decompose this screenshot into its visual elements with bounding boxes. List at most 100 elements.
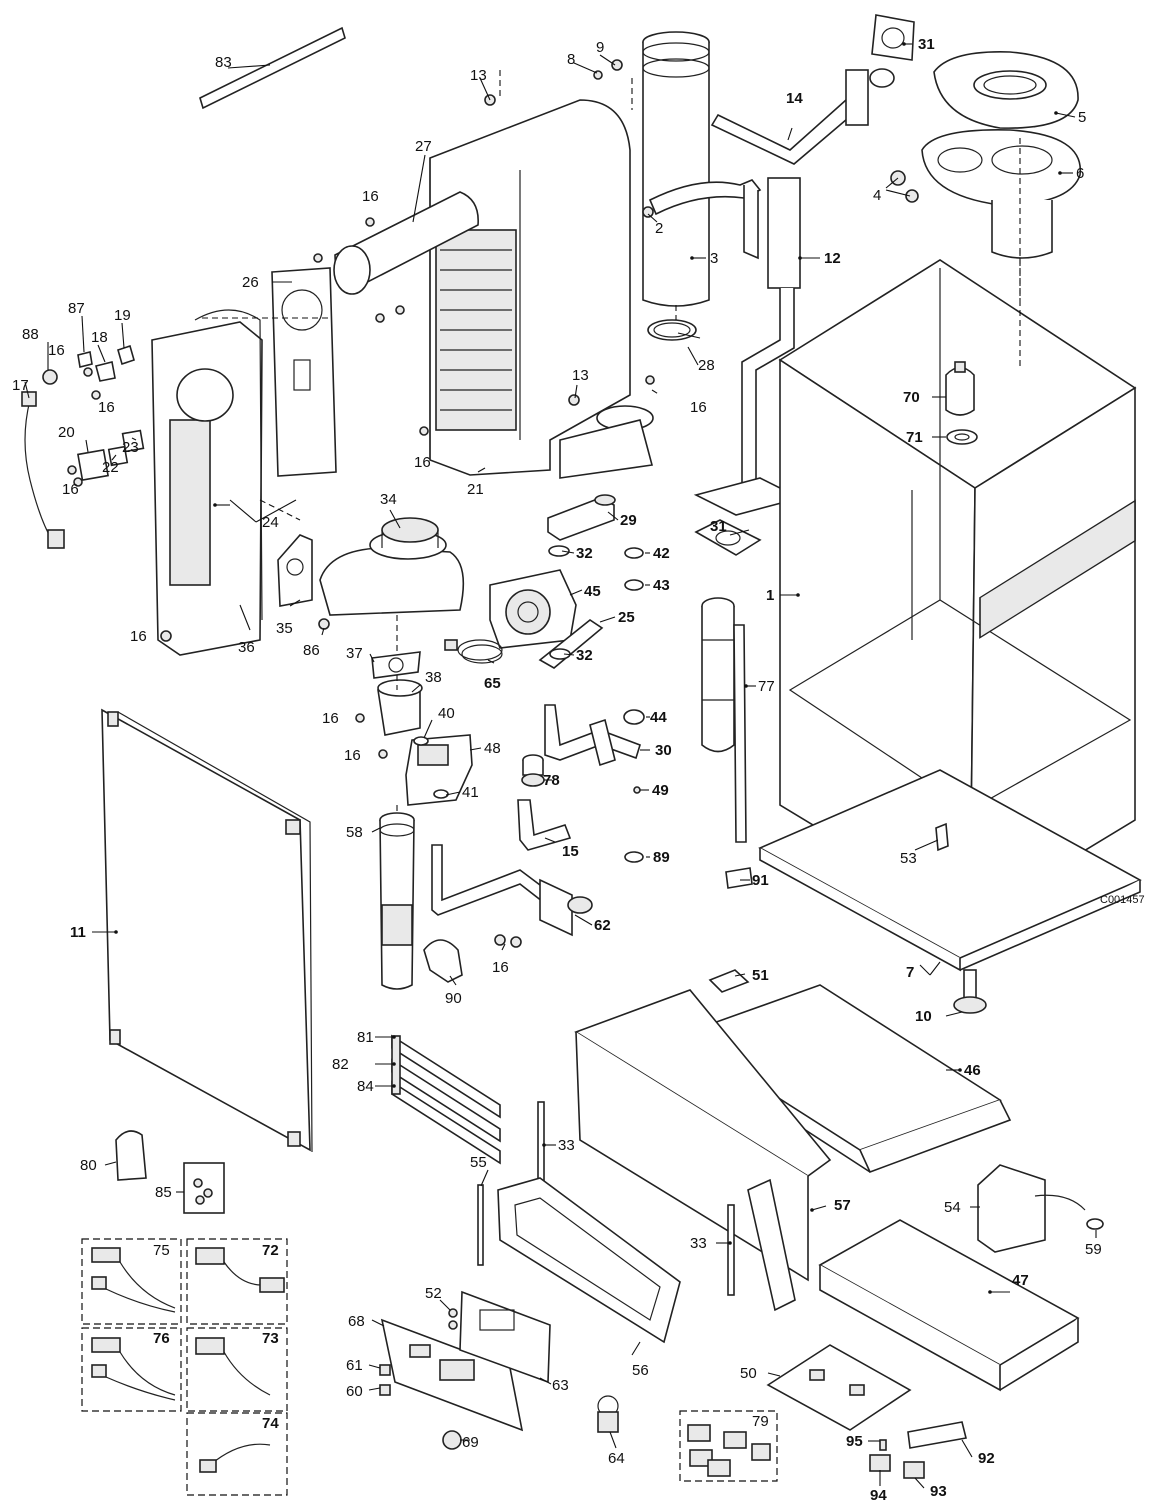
part-27-heat-exchanger [333,99,654,479]
label-90: 90 [445,990,462,1007]
label-83: 83 [215,54,232,71]
wiring-kit-contents [91,1247,771,1477]
label-6: 6 [1076,165,1084,182]
part-17-cable [21,391,65,549]
part-56-frame [497,1177,681,1344]
part-24-casing [151,309,263,656]
label-60: 60 [346,1383,363,1400]
label-87: 87 [68,300,85,317]
label-16f: 16 [62,481,79,498]
label-16j: 16 [492,959,509,976]
part-70-auto-vent [945,361,975,416]
label-10: 10 [915,1008,932,1025]
label-74: 74 [262,1415,279,1432]
label-40: 40 [438,705,455,722]
label-35: 35 [276,620,293,637]
part-10-foot [953,969,987,1014]
part-93-94-connectors [869,1439,925,1479]
label-93: 93 [930,1483,947,1500]
part-85-bag [183,1162,225,1214]
screws [67,59,655,948]
part-51-clip [708,969,750,993]
label-88: 88 [22,326,39,343]
label-72: 72 [262,1242,279,1259]
part-12-pipe [693,177,803,516]
label-58: 58 [346,824,363,841]
label-3: 3 [710,250,718,267]
label-13b: 13 [572,367,589,384]
part-28-ring [647,319,697,341]
label-75: 75 [153,1242,170,1259]
part-78-fitting [521,754,545,787]
label-33b: 33 [690,1235,707,1252]
label-7: 7 [906,964,914,981]
label-56: 56 [632,1362,649,1379]
label-8: 8 [567,51,575,68]
label-24: 24 [262,514,279,531]
wiring-kit-boxes [81,1238,778,1496]
label-82: 82 [332,1056,349,1073]
part-29-pipe [547,494,616,541]
label-29: 29 [620,512,637,529]
label-61: 61 [346,1357,363,1374]
label-46: 46 [964,1062,981,1079]
label-19: 19 [114,307,131,324]
label-64: 64 [608,1450,625,1467]
callout-labels: 83 13 8 9 31 14 5 27 6 16 4 2 3 12 26 87… [12,36,1145,1501]
part-90-clip [423,939,463,983]
part-14-bent-pipe [710,68,895,165]
label-16h: 16 [322,710,339,727]
label-81: 81 [357,1029,374,1046]
leader-lines [24,43,1097,1489]
part-35-plate [277,534,313,607]
part-65-cable [444,639,503,664]
part-54-module [977,1164,1104,1253]
label-95: 95 [846,1433,863,1450]
part-11-front-panel [101,708,313,1153]
part-2-pipe [648,179,762,260]
label-91: 91 [752,872,769,889]
label-59: 59 [1085,1241,1102,1258]
label-11: 11 [70,924,86,941]
part-31-gasket-mid [694,519,762,556]
label-34: 34 [380,491,397,508]
label-15: 15 [562,843,579,860]
label-51: 51 [752,967,769,984]
part-53-bracket [935,822,949,852]
label-28: 28 [698,357,715,374]
label-1: 1 [766,587,774,604]
label-26: 26 [242,274,259,291]
part-68-control-panel [380,1318,524,1432]
part-52-light-guide [448,1308,458,1330]
label-86: 86 [303,642,320,659]
part-58-gas-pipe [379,812,415,990]
label-21: 21 [467,481,484,498]
label-89: 89 [653,849,670,866]
label-23: 23 [122,439,139,456]
label-63: 63 [552,1377,569,1394]
label-85: 85 [155,1184,172,1201]
label-16b: 16 [48,342,65,359]
part-50-pcb [766,1344,912,1431]
label-16a: 16 [362,188,379,205]
part-81-82-84-brackets [391,1034,501,1165]
part-57-housing [574,989,832,1312]
part-48-gas-valve [405,734,473,806]
label-27: 27 [415,138,432,155]
label-drawing-code: C001457 [1100,894,1145,906]
label-45: 45 [584,583,601,600]
part-31-gasket-top [871,14,915,61]
label-92: 92 [978,1450,995,1467]
label-55: 55 [470,1154,487,1171]
label-31a: 31 [918,36,935,53]
label-62: 62 [594,917,611,934]
label-25: 25 [618,609,635,626]
label-44: 44 [650,709,667,726]
label-22: 22 [102,459,119,476]
part-7-base [758,769,1142,972]
label-33a: 33 [558,1137,575,1154]
part-38-venturi [377,679,423,736]
label-77: 77 [758,678,775,695]
label-41: 41 [462,784,479,801]
